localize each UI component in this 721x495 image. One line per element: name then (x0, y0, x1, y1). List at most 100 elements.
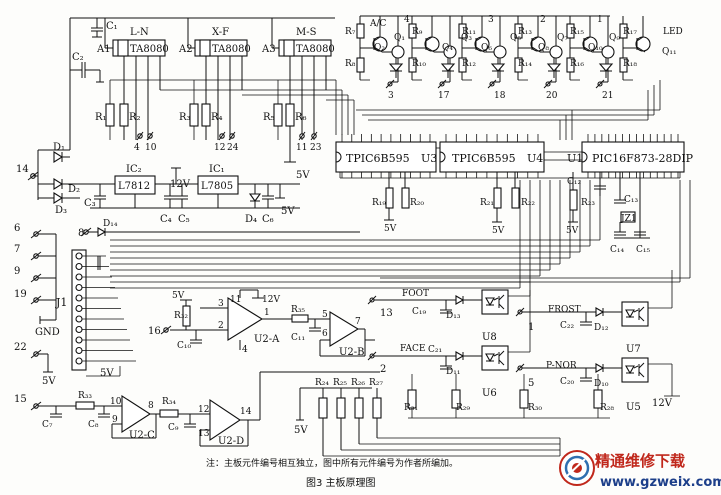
wire (531, 36, 539, 42)
u8-label: U8 (482, 332, 497, 343)
r28-label: R₂₈ (600, 403, 614, 413)
pnor-label: P-NOR (546, 361, 577, 371)
driver-stage (566, 16, 615, 89)
u2d-pin12: 12 (198, 405, 209, 415)
r32-label: R₃₂ (174, 311, 188, 321)
wire (636, 46, 646, 53)
v12-label: 12V (170, 179, 191, 190)
opto-section (367, 180, 691, 419)
drv-top-2: 2 (540, 15, 546, 25)
r29-label: R₂₉ (456, 403, 470, 413)
u2b-pin7: 7 (355, 317, 361, 327)
connector-pin (75, 294, 83, 302)
r13-label: R₁₃ (518, 27, 532, 37)
r16-label: R₁₆ (570, 59, 584, 69)
connector-pin (75, 336, 83, 344)
wire (373, 36, 381, 42)
top-rail (69, 17, 335, 150)
c2-label: C₂ (72, 52, 84, 63)
pin-1: 1 (528, 322, 534, 333)
wire (515, 363, 525, 373)
u7-label: U7 (626, 344, 641, 355)
wire (425, 36, 433, 42)
u4-ref: U4 (527, 152, 543, 165)
pin-8: 8 (78, 228, 84, 239)
r20-label: R₂₀ (410, 198, 424, 208)
relay-terminals (136, 131, 318, 141)
opto-led (625, 309, 635, 319)
c2-capacitor (70, 62, 104, 83)
driver-stage (619, 16, 651, 81)
opto-12v: 12V (652, 398, 673, 409)
u2a-pin11: 11 (230, 295, 241, 305)
drv-bot-18: 18 (494, 91, 506, 101)
diode (440, 63, 456, 72)
wire (498, 303, 505, 310)
u5-label: U5 (626, 402, 641, 413)
l7812-label: L7812 (118, 181, 150, 192)
drv-top-4: 4 (404, 15, 410, 25)
r7-label: R₇ (345, 27, 356, 37)
wire (367, 351, 377, 361)
connector-pin (75, 252, 83, 260)
wire (638, 315, 645, 322)
drv-top-3: 3 (488, 15, 494, 25)
r27-label: R₂₇ (369, 378, 383, 388)
opto-input (367, 295, 482, 314)
opto-body (621, 357, 649, 383)
driver-resistor (356, 57, 365, 73)
r15-label: R₁₅ (570, 27, 584, 37)
u2a (160, 289, 292, 350)
frost-label: FROST (548, 305, 581, 315)
resistor (519, 389, 529, 409)
drv-bot-3: 3 (388, 91, 394, 101)
pin-16: 16 (148, 326, 161, 337)
diode (455, 351, 465, 361)
foot-label: FOOT (402, 289, 429, 299)
u2b-label: U2-B (339, 347, 365, 358)
transistor (635, 36, 651, 52)
wire (487, 79, 497, 89)
diode (546, 63, 562, 72)
relay-out-4: 4 (134, 143, 140, 153)
u2c-pin9: 9 (112, 415, 118, 425)
mcu-5v: 5V (566, 226, 579, 236)
opto-body (481, 345, 509, 371)
led-label: LED (663, 27, 683, 37)
u2a-pin3: 3 (218, 299, 224, 309)
u2a-pin2: 2 (218, 321, 224, 331)
r31-label: R₃₁ (404, 403, 418, 413)
opto-input (515, 363, 622, 382)
jz1-label: JZ1 (620, 214, 637, 224)
c7-label: C₇ (42, 420, 53, 430)
relay-5v: 5V (296, 170, 310, 181)
r33-label: R₃₃ (78, 391, 92, 401)
opto-led (485, 353, 495, 363)
ic2-label: IC₂ (126, 164, 142, 175)
amp-5v: 5V (172, 291, 185, 301)
c19-label: C₁₉ (412, 307, 426, 317)
watermark-logo (559, 450, 595, 486)
u2d-pin13: 13 (198, 429, 210, 439)
wire (493, 297, 499, 301)
opto-body (481, 289, 509, 315)
j1-bus (82, 180, 601, 377)
relay-A3-name: M-S (296, 27, 317, 38)
j1-pins (75, 252, 101, 365)
r12-label: R₁₂ (462, 59, 476, 69)
opto-led (625, 365, 635, 375)
r24-label: R₂₄ (315, 378, 329, 388)
pin-9: 9 (14, 266, 20, 277)
sr-5v-a: 5V (384, 224, 397, 234)
q9-label: Q₉ (609, 33, 620, 43)
pin-7: 7 (14, 244, 20, 255)
pin-22: 22 (14, 342, 27, 353)
c20-label: C₂₀ (560, 377, 574, 387)
wire (425, 46, 435, 53)
wire (583, 36, 591, 42)
u2c (30, 394, 160, 439)
driver-stages (356, 16, 651, 89)
shift-reg-resistors (384, 172, 520, 223)
u2a-label: U2-A (254, 334, 280, 345)
q11-label: Q₁₁ (662, 47, 677, 57)
